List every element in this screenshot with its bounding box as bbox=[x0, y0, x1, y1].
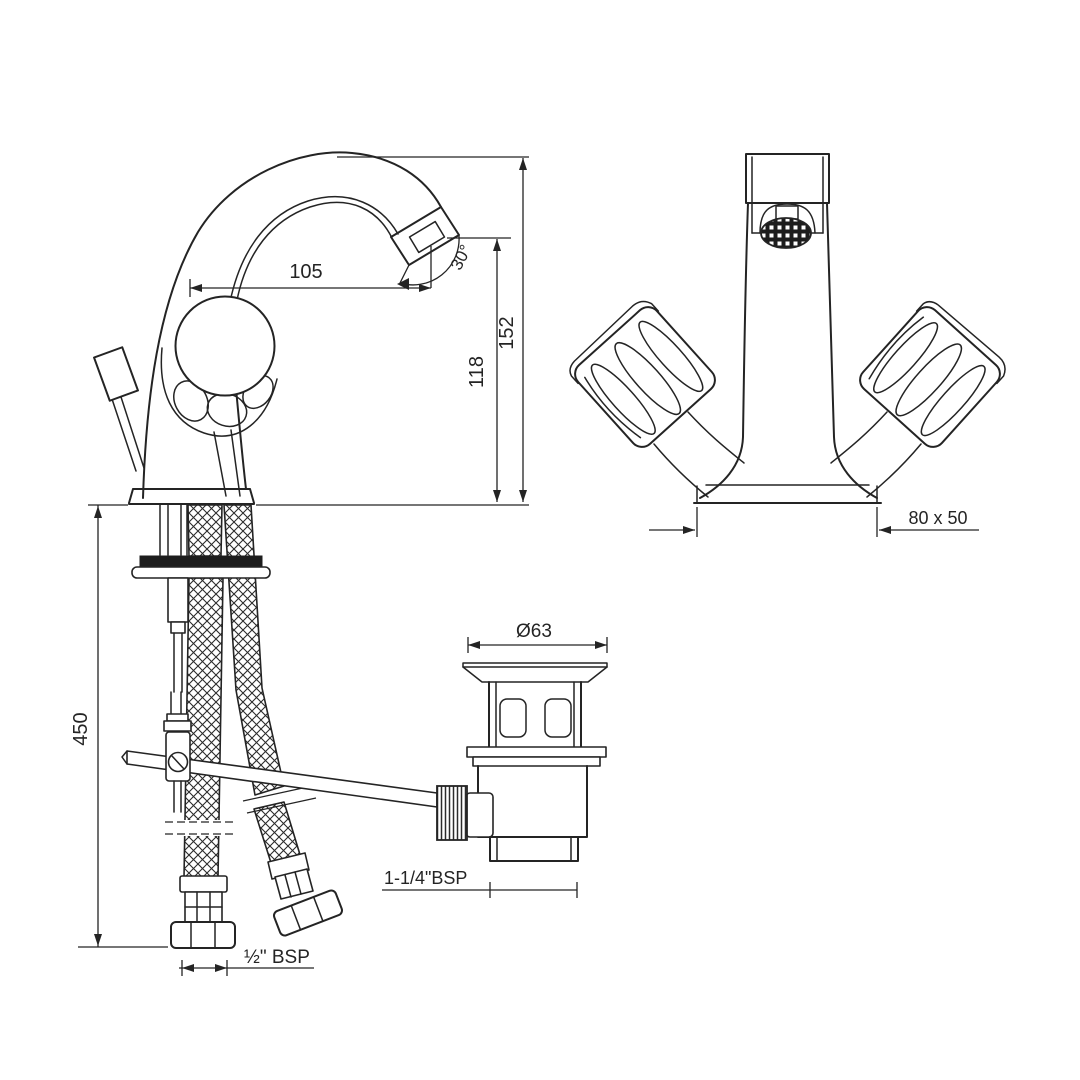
waste-tailpipe bbox=[489, 836, 579, 862]
front-spout-head bbox=[745, 153, 830, 249]
dimensions: 105 30° 152 118 450 bbox=[70, 156, 979, 976]
waste-upper-body bbox=[488, 681, 582, 748]
knurled-adjuster bbox=[436, 785, 468, 841]
dim-spout-reach: 105 bbox=[289, 261, 322, 283]
dim-base-80x50: 80 x 50 bbox=[908, 508, 967, 528]
dimension-outlet-thread: 1-1/4"BSP bbox=[382, 868, 578, 898]
spout-body bbox=[128, 151, 442, 505]
dim-height-118: 118 bbox=[466, 356, 488, 388]
dimension-450: 450 bbox=[70, 505, 168, 948]
dimension-80x50: 80 x 50 bbox=[649, 507, 979, 537]
dim-outlet-thread: 1-1/4"BSP bbox=[384, 868, 467, 888]
dim-half-bsp: ½" BSP bbox=[244, 947, 310, 968]
spout-tip bbox=[390, 206, 460, 266]
hose-nut-right bbox=[272, 889, 344, 937]
handle-knob-front-left bbox=[569, 300, 716, 448]
mounting-shank bbox=[159, 504, 188, 556]
aerator-mesh bbox=[760, 217, 812, 249]
pop-up-rod bbox=[167, 577, 189, 715]
dimension-105: 105 bbox=[189, 261, 431, 297]
knob-stems bbox=[653, 411, 922, 498]
dim-height-152: 152 bbox=[496, 316, 518, 349]
waste-lower-body bbox=[436, 765, 588, 841]
dimension-118: 118 bbox=[466, 239, 501, 502]
handle-knob-front-right bbox=[859, 300, 1006, 448]
dim-hose-length-450: 450 bbox=[70, 712, 92, 745]
locknut-washer bbox=[131, 555, 271, 579]
dimension-dia63: Ø63 bbox=[467, 621, 608, 653]
waste-flange bbox=[462, 662, 608, 683]
side-view bbox=[88, 151, 529, 949]
dim-flange-diameter: Ø63 bbox=[516, 621, 552, 642]
handle-knob-side bbox=[160, 295, 278, 437]
pivot-assembly bbox=[163, 713, 192, 813]
pop-up-handle bbox=[93, 346, 145, 472]
hose-nut-left bbox=[170, 875, 236, 949]
waste-mid-flange bbox=[466, 746, 607, 767]
front-body bbox=[693, 202, 882, 504]
dimension-half-bsp: ½" BSP bbox=[179, 947, 314, 976]
front-view bbox=[569, 153, 1006, 504]
waste-assembly bbox=[436, 662, 608, 862]
dimension-152: 152 bbox=[496, 158, 527, 502]
